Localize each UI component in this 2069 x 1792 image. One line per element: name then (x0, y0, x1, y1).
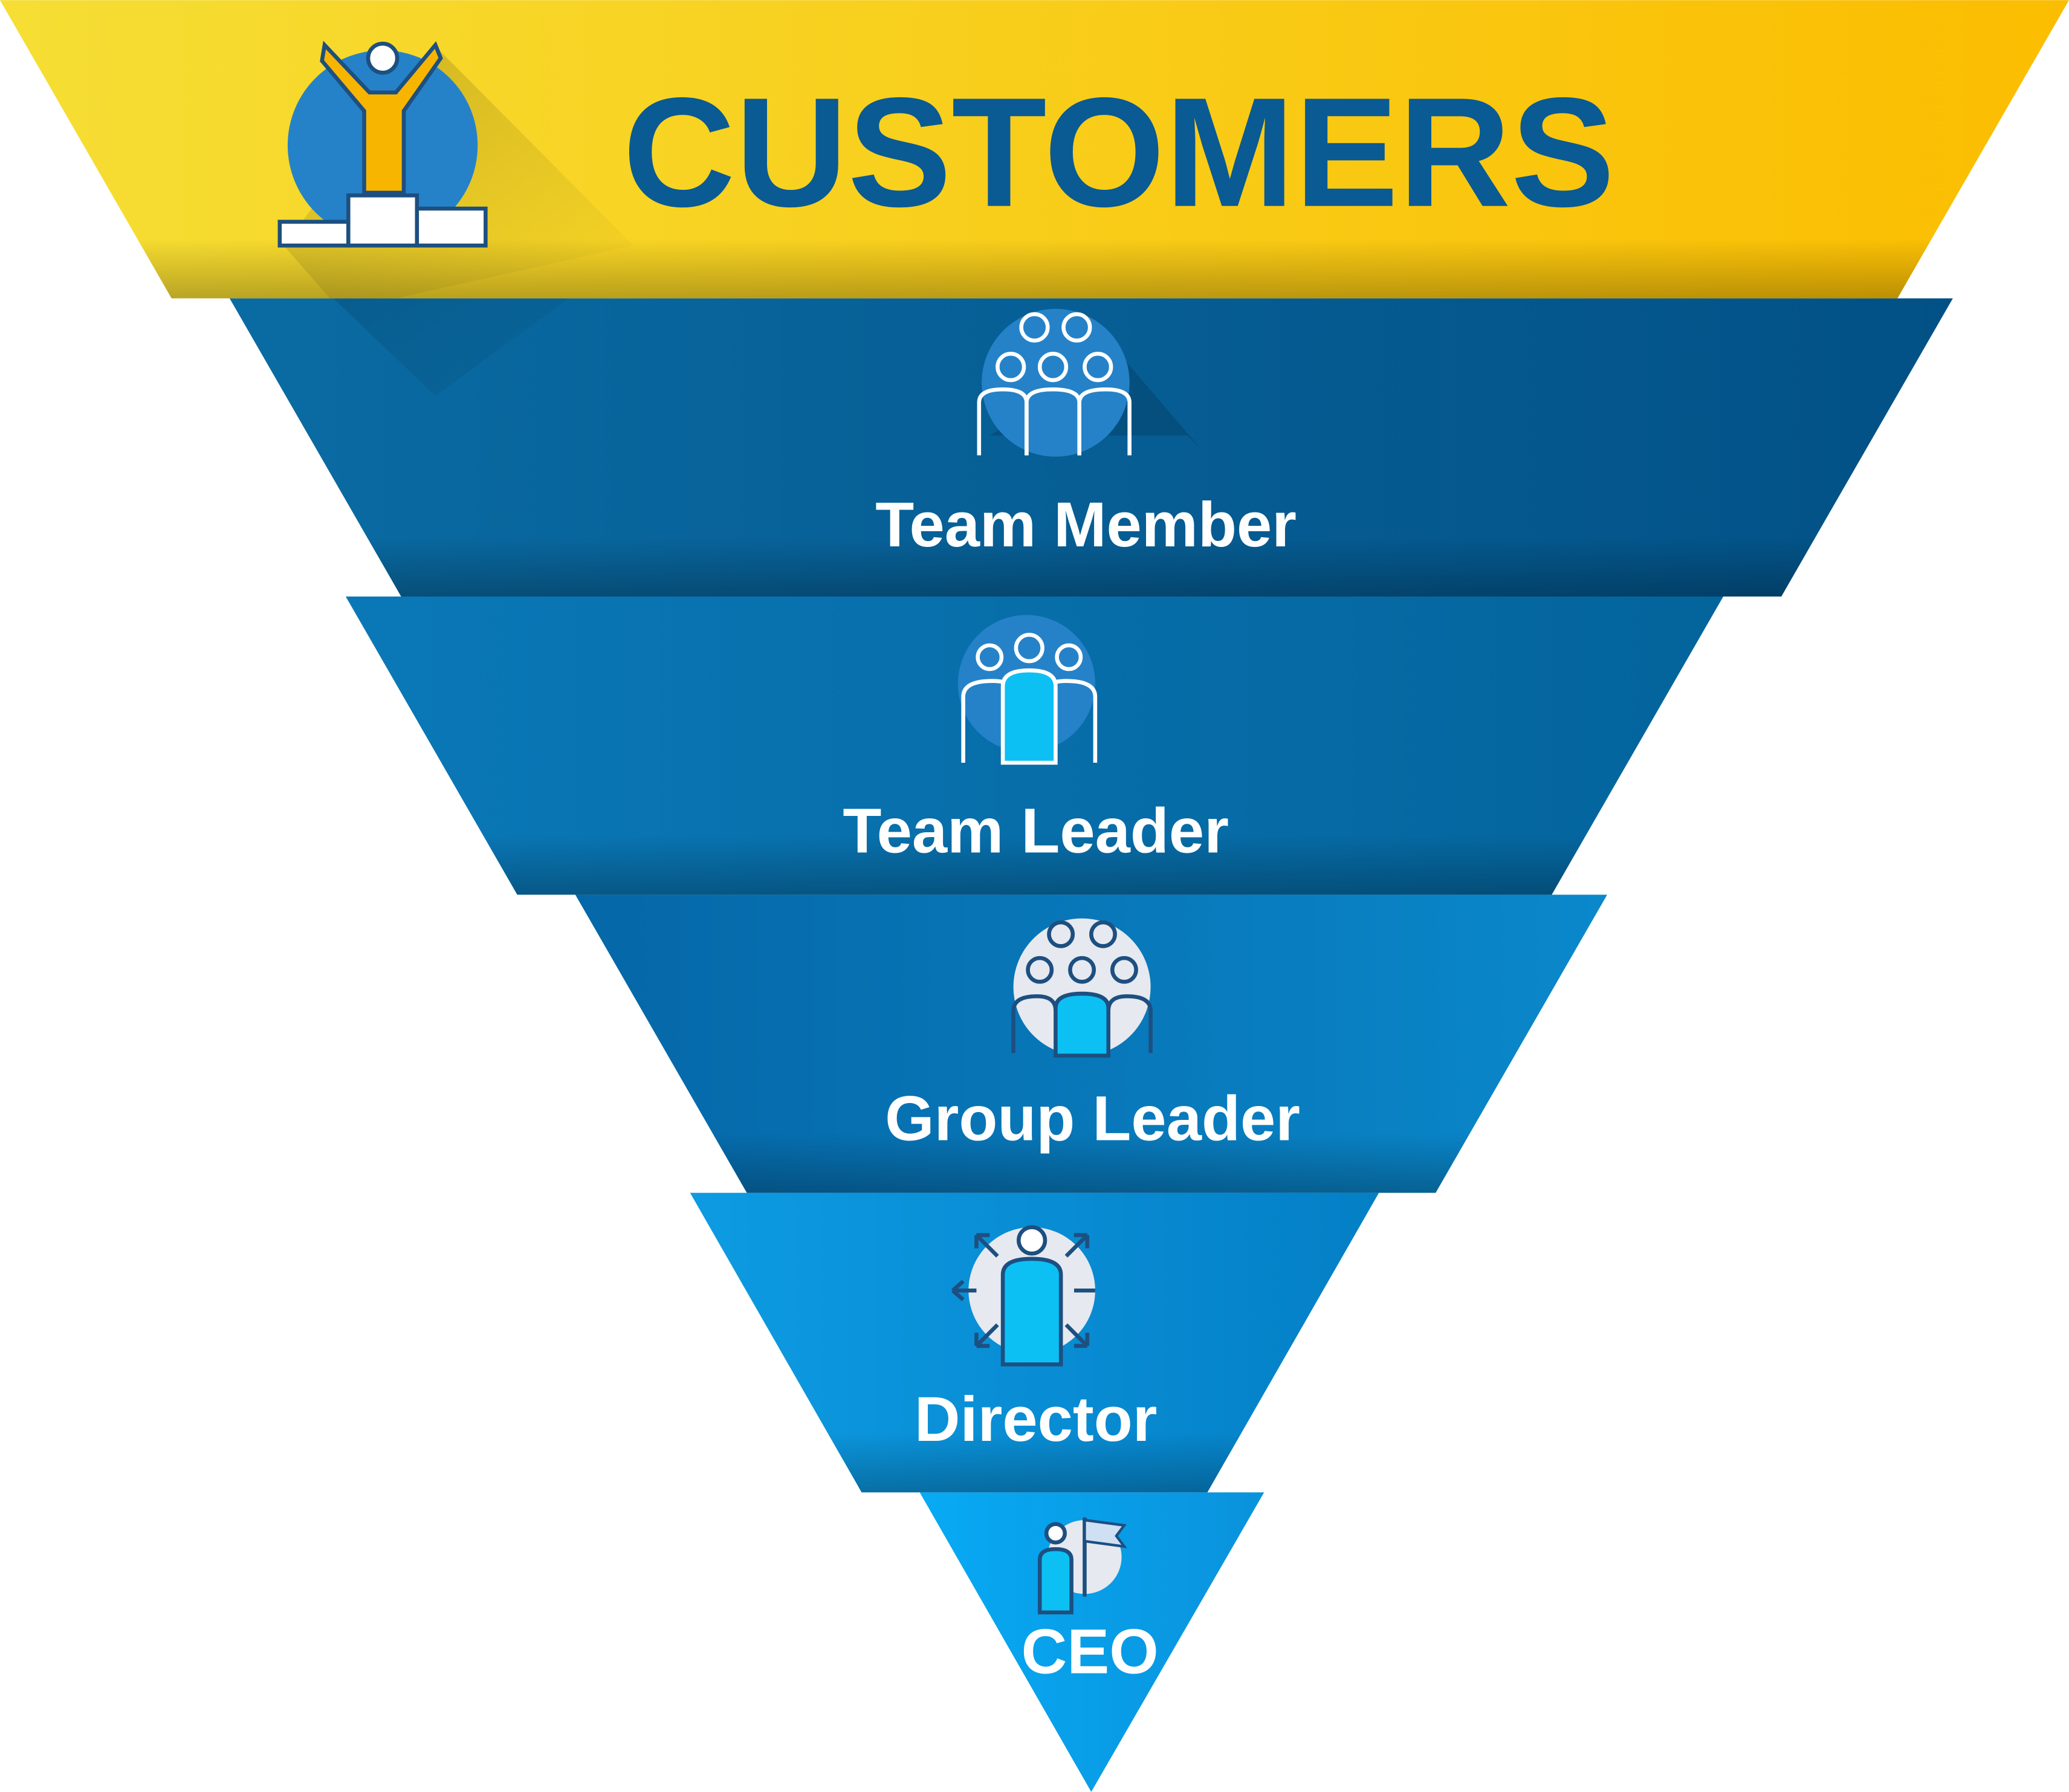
winner-podium-icon (277, 40, 488, 248)
director-icon (951, 1225, 1095, 1367)
level-label-ceo: CEO (1022, 1616, 1159, 1687)
group-leader-icon (1011, 918, 1153, 1058)
level-label-team-leader: Team Leader (843, 795, 1229, 866)
band-ceo (919, 1492, 1264, 1792)
team-leader-icon (957, 615, 1098, 765)
ceo-flag-icon (1037, 1517, 1127, 1615)
level-label-director: Director (915, 1384, 1158, 1455)
customers-title: CUSTOMERS (623, 65, 1614, 239)
band-customers (0, 0, 2069, 299)
level-label-group-leader: Group Leader (885, 1083, 1300, 1154)
team-group-icon (977, 309, 1201, 457)
level-label-team-member: Team Member (875, 490, 1297, 560)
